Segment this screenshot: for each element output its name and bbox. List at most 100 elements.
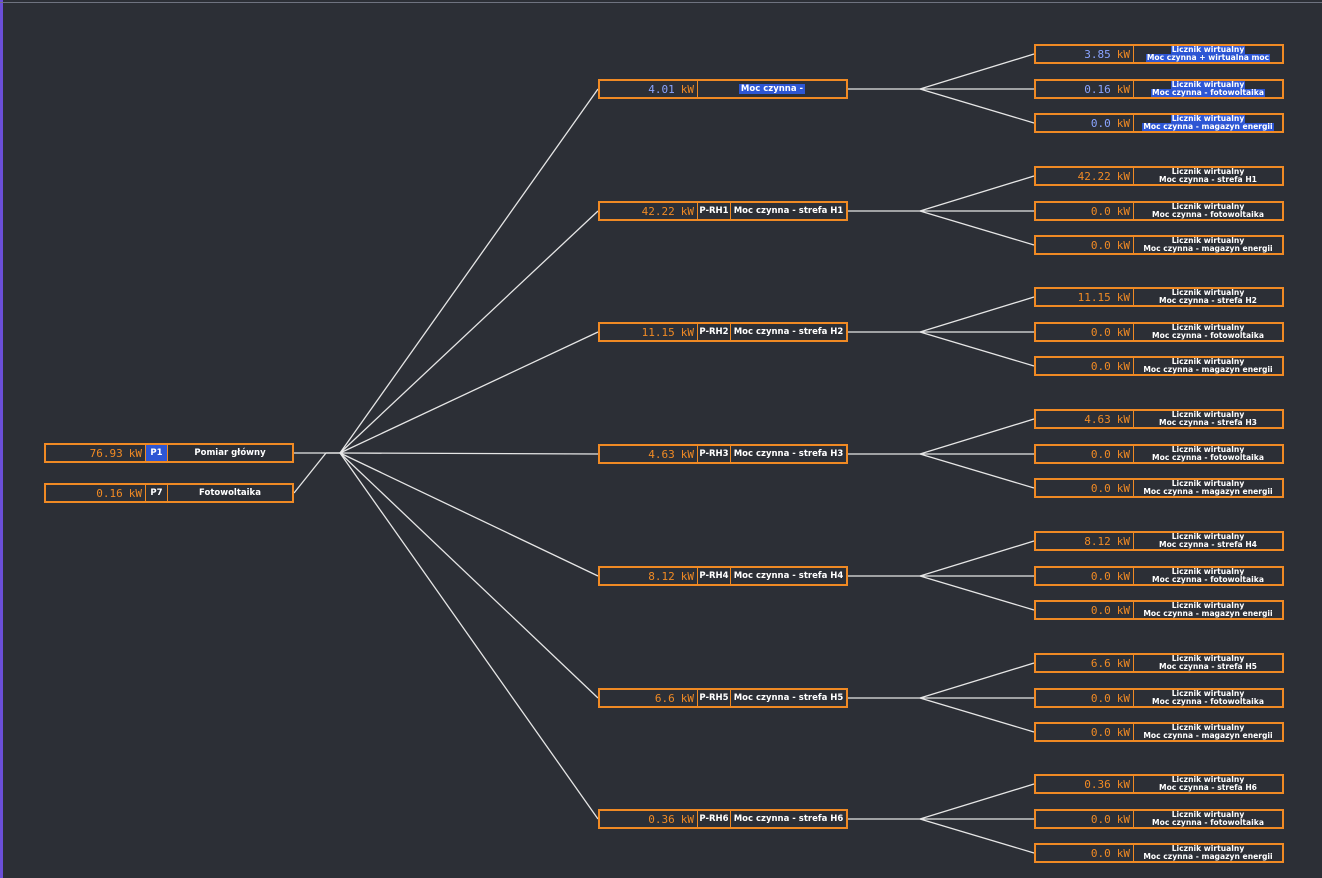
virtual-meter-subtitle: Moc czynna - magazyn energii xyxy=(1142,122,1274,131)
connector-fork-7-leaf-3 xyxy=(919,818,1035,854)
virtual-meter-value-number: 0.0 xyxy=(1090,204,1111,218)
branch-meter-value-unit: kW xyxy=(680,82,694,96)
connector-fork-1-leaf-3 xyxy=(919,88,1035,124)
virtual-meter-title: Licznik wirtualny xyxy=(1171,532,1245,541)
branch-meter-code: P-RH6 xyxy=(698,811,731,827)
virtual-meter-title: Licznik wirtualny xyxy=(1171,601,1245,610)
virtual-meter-title: Licznik wirtualny xyxy=(1171,167,1245,176)
virtual-meter-value-number: 0.0 xyxy=(1090,691,1111,705)
virtual-meter-subtitle: Moc czynna - fotowoltaika xyxy=(1152,818,1264,827)
virtual-meter-value-unit: kW xyxy=(1116,725,1130,739)
virtual-meter-subtitle: Moc czynna - fotowoltaika xyxy=(1151,88,1265,97)
virtual-meter-value-unit: kW xyxy=(1116,691,1130,705)
connector-hub-branch-7 xyxy=(339,452,599,820)
root-meter-code: P7 xyxy=(146,485,168,501)
root-meter-value-number: 0.16 xyxy=(96,486,123,500)
virtual-meter-value-number: 0.0 xyxy=(1090,603,1111,617)
virtual-meter-value-unit: kW xyxy=(1116,359,1130,373)
branch-meter-name-text: Moc czynna - xyxy=(738,84,806,94)
root-meter-value-number: 76.93 xyxy=(89,446,123,460)
connector-root-p7 xyxy=(293,452,327,494)
branch-meter-name: Moc czynna - strefa H5 xyxy=(731,690,846,706)
virtual-meter-value: 0.0 kW xyxy=(1036,324,1134,340)
virtual-meter-value-number: 0.0 xyxy=(1090,359,1111,373)
branch-meter-value-number: 8.12 xyxy=(648,569,675,583)
virtual-meter-value-number: 3.85 xyxy=(1084,47,1111,61)
branch-meter-name: Moc czynna - xyxy=(698,81,846,97)
branch-meter-value-number: 4.63 xyxy=(648,447,675,461)
branch-meter-value-number: 0.36 xyxy=(648,812,675,826)
virtual-meter-title: Licznik wirtualny xyxy=(1171,323,1245,332)
virtual-meter-value-unit: kW xyxy=(1116,325,1130,339)
virtual-meter-subtitle: Moc czynna - magazyn energii xyxy=(1143,731,1273,740)
connector-fork-5-leaf-1 xyxy=(919,540,1035,577)
connector-fork-1-leaf-1 xyxy=(919,53,1035,90)
root-meter-code: P1 xyxy=(146,445,168,461)
virtual-meter-value-unit: kW xyxy=(1116,169,1130,183)
virtual-meter-value-unit: kW xyxy=(1116,777,1130,791)
branch-meter-name-text: Moc czynna - strefa H3 xyxy=(733,449,844,459)
virtual-meter-value-unit: kW xyxy=(1116,82,1130,96)
branch-meter-value-number: 6.6 xyxy=(654,691,675,705)
virtual-meter-subtitle: Moc czynna - fotowoltaika xyxy=(1152,331,1264,340)
branch-meter-name: Moc czynna - strefa H6 xyxy=(731,811,846,827)
virtual-meter-value-number: 0.36 xyxy=(1084,777,1111,791)
virtual-meter-value-number: 0.0 xyxy=(1090,325,1111,339)
root-meter-value: 0.16 kW xyxy=(46,485,146,501)
virtual-meter-value-number: 0.0 xyxy=(1090,481,1111,495)
virtual-meter-subtitle: Moc czynna - strefa H2 xyxy=(1159,296,1257,305)
root-meter-value-unit: kW xyxy=(128,486,142,500)
branch-meter-value-unit: kW xyxy=(680,812,694,826)
connector-fork-4-leaf-3 xyxy=(919,453,1035,489)
virtual-meter-value-unit: kW xyxy=(1116,412,1130,426)
